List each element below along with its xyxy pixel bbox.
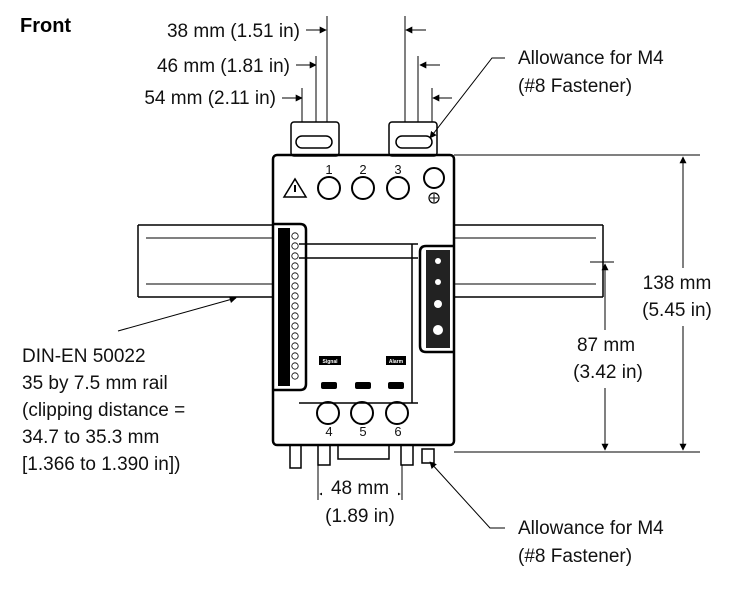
connector-label-4: 4	[325, 424, 332, 439]
bottom-clip	[289, 445, 435, 469]
width-dimensions-top: 38 mm (1.51 in) 46 mm (1.81 in) 54 mm (2…	[144, 16, 452, 122]
signal-tag: Signal	[319, 356, 341, 365]
led-dot	[291, 332, 299, 340]
led-dot	[291, 252, 299, 260]
bottom-connectors: 4 5 6	[316, 401, 409, 439]
mounting-tab-top-right	[388, 121, 438, 157]
rail-note-line1: DIN-EN 50022	[22, 346, 146, 367]
led-dot	[291, 302, 299, 310]
led-dot	[291, 362, 299, 370]
led-dot	[291, 292, 299, 300]
dim-87mm-label: 87 mm	[577, 335, 635, 356]
led-dot	[291, 272, 299, 280]
led-dot	[291, 322, 299, 330]
allowance-top-callout: Allowance for M4 (#8 Fastener)	[429, 48, 664, 139]
height-dimension-138: 138 mm (5.45 in)	[454, 154, 724, 453]
rail-note-line4: 34.7 to 35.3 mm	[22, 427, 159, 448]
width-dimension-48: 48 mm (1.89 in)	[317, 465, 403, 527]
dim-87in-label: (3.42 in)	[573, 362, 643, 383]
mounting-tab-top-left	[290, 121, 340, 157]
dim-54mm-label: 54 mm (2.11 in)	[144, 88, 276, 109]
connector-label-1: 1	[325, 162, 332, 177]
small-marker-row	[321, 382, 404, 389]
svg-text:Signal: Signal	[322, 359, 338, 365]
connector-label-6: 6	[394, 424, 401, 439]
allowance-bottom-callout: Allowance for M4 (#8 Fastener)	[429, 461, 664, 567]
warning-triangle-icon	[282, 177, 308, 198]
led-dot	[291, 242, 299, 250]
led-dot	[291, 282, 299, 290]
led-dot	[291, 352, 299, 360]
front-heading: Front	[20, 15, 71, 37]
dim-138in-label: (5.45 in)	[642, 300, 712, 321]
din-rail-callout: DIN-EN 50022 35 by 7.5 mm rail (clipping…	[22, 296, 237, 475]
rail-note-line5: [1.366 to 1.390 in])	[22, 454, 180, 475]
dim-48in-label: (1.89 in)	[325, 506, 395, 527]
din-rail	[137, 224, 604, 298]
connector-label-5: 5	[359, 424, 366, 439]
led-dot	[291, 312, 299, 320]
allowance-bottom-line1: Allowance for M4	[518, 518, 664, 539]
alarm-tag: Alarm	[386, 356, 406, 365]
led-strip	[273, 222, 308, 392]
connector-label-3: 3	[394, 162, 401, 177]
dim-38mm-label: 38 mm (1.51 in)	[167, 21, 300, 42]
led-dot	[291, 342, 299, 350]
top-connectors: 1 2 3	[317, 162, 445, 204]
allowance-top-line1: Allowance for M4	[518, 48, 664, 69]
led-dot	[291, 232, 299, 240]
dim-46mm-label: 46 mm (1.81 in)	[157, 56, 290, 77]
indicator-strip	[418, 244, 454, 354]
dim-138mm-label: 138 mm	[643, 273, 712, 294]
svg-text:Alarm: Alarm	[389, 359, 404, 365]
rail-note-line3: (clipping distance =	[22, 400, 185, 421]
led-dot	[291, 372, 299, 380]
led-dot	[291, 262, 299, 270]
allowance-top-line2: (#8 Fastener)	[518, 76, 632, 97]
rail-note-line2: 35 by 7.5 mm rail	[22, 373, 168, 394]
allowance-bottom-line2: (#8 Fastener)	[518, 546, 632, 567]
dim-48mm-label: 48 mm	[331, 478, 389, 499]
height-dimension-87: 87 mm (3.42 in)	[560, 261, 656, 451]
connector-label-2: 2	[359, 162, 366, 177]
